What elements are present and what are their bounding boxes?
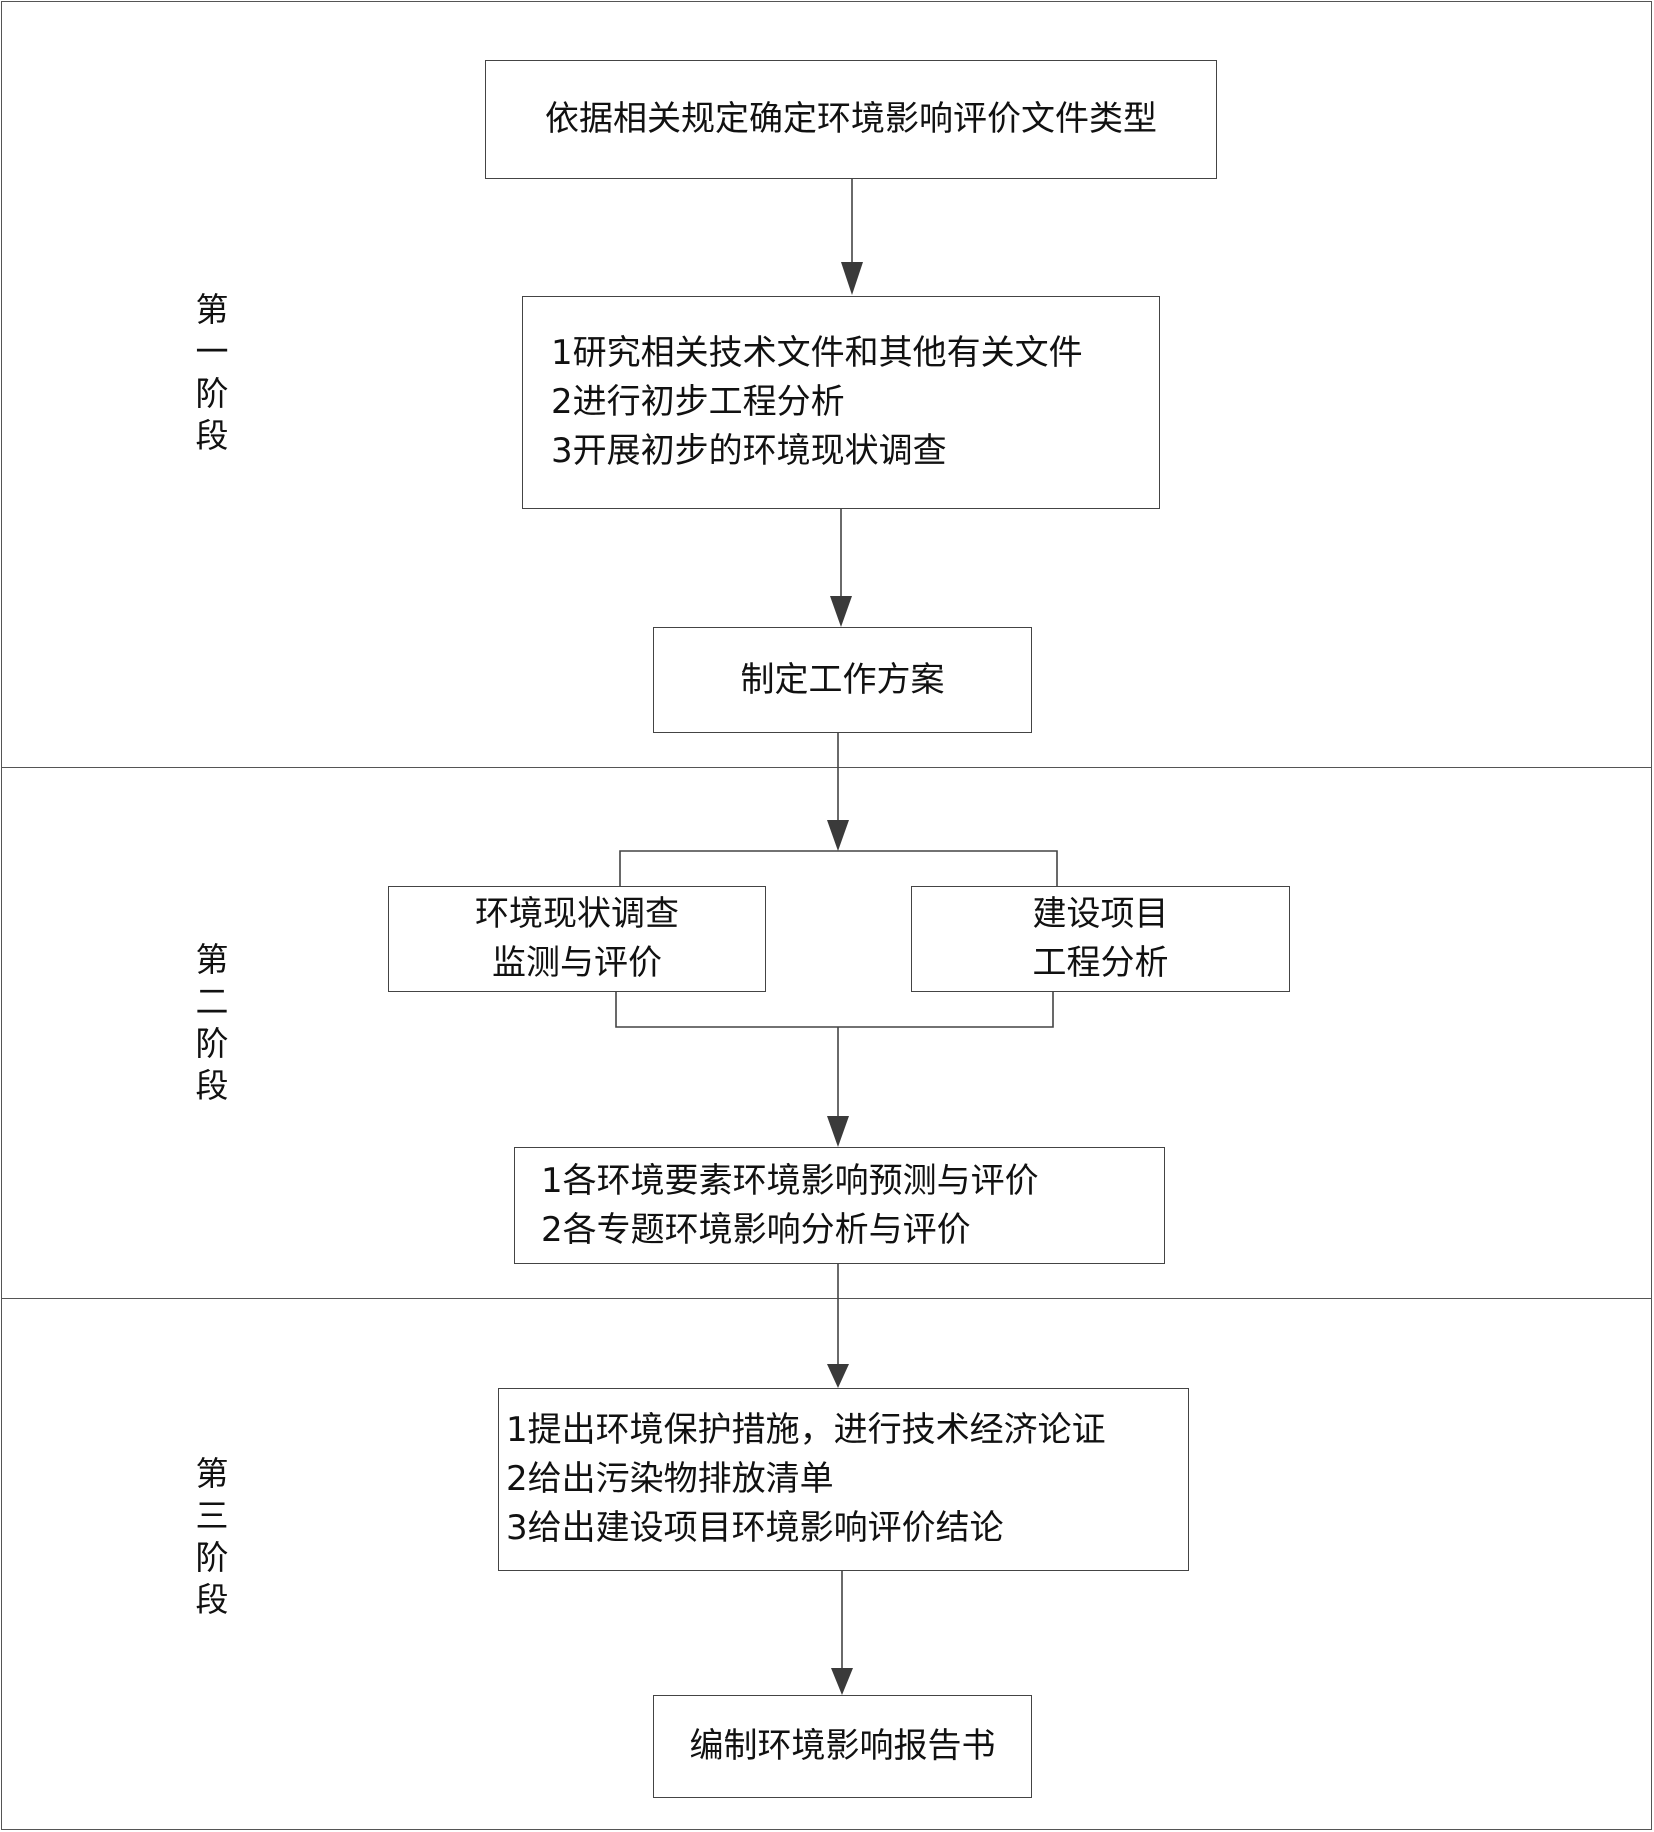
node-protection-measures: 1提出环境保护措施，进行技术经济论证 2给出污染物排放清单 3给出建设项目环境影… [498, 1388, 1189, 1571]
stage-divider-1 [1, 767, 1652, 768]
node-text-line: 环境现状调查 [475, 894, 679, 934]
stage-label-char: 第 [195, 1454, 229, 1493]
node-text-line: 2进行初步工程分析 [551, 382, 845, 422]
node-text-line: 编制环境影响报告书 [689, 1726, 996, 1766]
stage-label-char: 阶 [195, 374, 229, 413]
node-text-line: 1研究相关技术文件和其他有关文件 [551, 333, 1083, 373]
stage-label-char: 一 [195, 332, 229, 371]
node-text-line: 3给出建设项目环境影响评价结论 [506, 1508, 1004, 1548]
stage-label-char: 段 [195, 1066, 229, 1105]
node-text-line: 工程分析 [1032, 943, 1169, 983]
node-determine-document-type: 依据相关规定确定环境影响评价文件类型 [485, 60, 1217, 179]
node-preliminary-research: 1研究相关技术文件和其他有关文件 2进行初步工程分析 3开展初步的环境现状调查 [522, 296, 1160, 509]
node-text-line: 制定工作方案 [740, 659, 945, 700]
stage-label-char: 段 [195, 1580, 229, 1619]
node-compile-report: 编制环境影响报告书 [653, 1695, 1032, 1798]
node-text-line: 1各环境要素环境影响预测与评价 [541, 1160, 1039, 1201]
node-environment-survey: 环境现状调查 监测与评价 [388, 886, 766, 992]
stage-divider-2 [1, 1298, 1652, 1299]
node-text-line: 1提出环境保护措施，进行技术经济论证 [506, 1410, 1106, 1450]
stage-label-char: 二 [195, 982, 229, 1021]
stage-label-char: 段 [195, 416, 229, 455]
stage-label-2: 第 二 阶 段 [182, 939, 242, 1107]
node-text-line: 3开展初步的环境现状调查 [551, 431, 947, 471]
node-text-line: 建设项目 [1032, 894, 1169, 934]
stage-label-char: 三 [195, 1496, 229, 1535]
stage-label-char: 阶 [195, 1538, 229, 1577]
stage-label-3: 第 三 阶 段 [182, 1453, 242, 1621]
node-text-line: 2各专题环境影响分析与评价 [541, 1209, 971, 1250]
node-impact-prediction: 1各环境要素环境影响预测与评价 2各专题环境影响分析与评价 [514, 1147, 1165, 1264]
node-work-plan: 制定工作方案 [653, 627, 1032, 733]
node-project-analysis: 建设项目 工程分析 [911, 886, 1290, 992]
node-text-line: 依据相关规定确定环境影响评价文件类型 [545, 99, 1157, 139]
node-text-line: 监测与评价 [492, 943, 662, 983]
stage-label-char: 第 [195, 290, 229, 329]
stage-label-1: 第 一 阶 段 [182, 289, 242, 457]
stage-label-char: 阶 [195, 1024, 229, 1063]
node-text-line: 2给出污染物排放清单 [506, 1459, 834, 1499]
stage-label-char: 第 [195, 940, 229, 979]
